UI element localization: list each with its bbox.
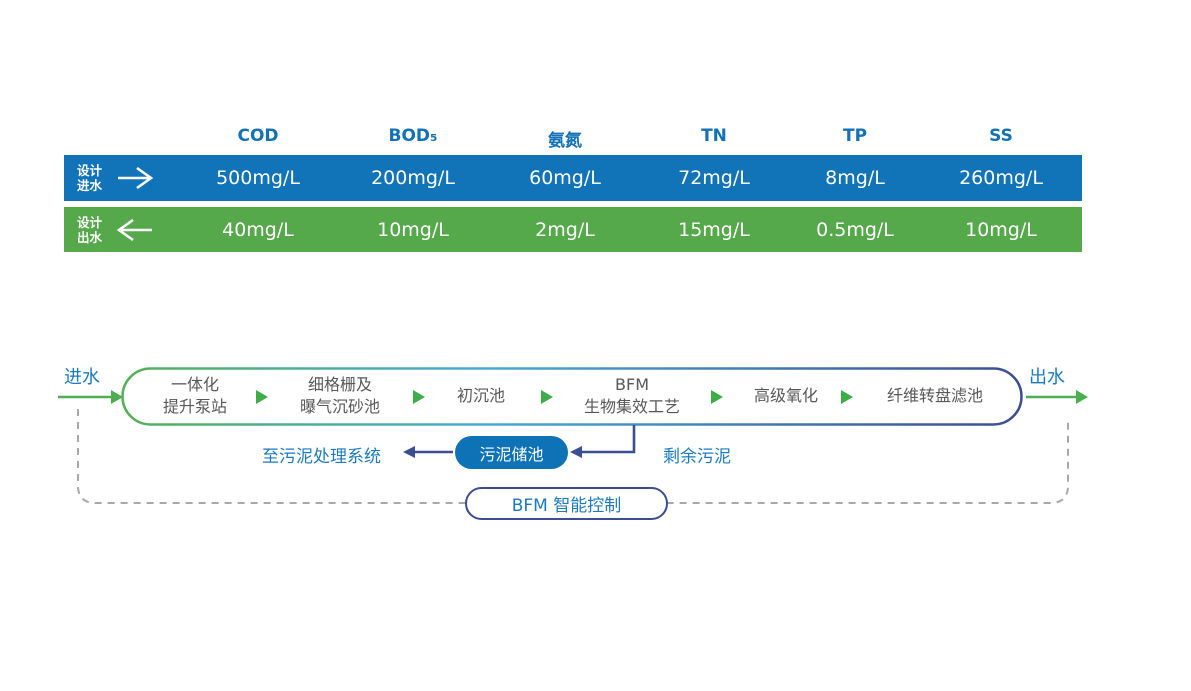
- influent-label-line2: 进水: [77, 178, 103, 193]
- influent-cod: 500mg/L: [216, 167, 300, 189]
- influent-bod5: 200mg/L: [371, 167, 455, 189]
- excess-sludge-arrow-head: [570, 446, 582, 458]
- influent-row: 设计 进水 500mg/L 200mg/L 60mg/L 72mg/L 8mg/…: [64, 155, 1082, 201]
- stage-primary-sedimentation: 初沉池: [457, 385, 505, 407]
- stage-line: BFM: [615, 375, 649, 394]
- flow-triangle-icon: [256, 390, 268, 404]
- influent-row-label: 设计 进水: [64, 155, 182, 201]
- effluent-ss: 10mg/L: [965, 218, 1037, 241]
- excess-sludge-elbow-line: [582, 425, 636, 454]
- effluent-bod5: 10mg/L: [377, 218, 449, 241]
- inlet-water-label: 进水: [64, 367, 100, 388]
- flow-triangle-icon: [711, 390, 723, 404]
- process-chain-outline: [121, 367, 1023, 426]
- influent-label-text: 设计 进水: [77, 163, 102, 193]
- sludge-storage-pill: 污泥储池: [455, 436, 568, 469]
- influent-ss: 260mg/L: [959, 167, 1043, 189]
- table-header-row: COD BOD₅ 氨氮 TN TP SS: [64, 126, 1082, 154]
- right-arrow-icon: [118, 166, 154, 190]
- stage-line: 生物集效工艺: [583, 397, 681, 416]
- influent-label-line1: 设计: [77, 163, 103, 178]
- stage-line: 曝气沉砂池: [299, 397, 381, 416]
- column-header-tn: TN: [701, 126, 727, 146]
- stage-bfm-bio-process: BFM 生物集效工艺: [584, 374, 680, 418]
- effluent-nh3n: 2mg/L: [535, 218, 595, 241]
- effluent-row-label: 设计 出水: [64, 207, 182, 252]
- stage-integrated-pump-station: 一体化 提升泵站: [163, 374, 227, 418]
- stage-line: 提升泵站: [162, 397, 228, 416]
- flow-triangle-icon: [841, 390, 853, 404]
- stage-line: 纤维转盘滤池: [886, 386, 984, 405]
- stage-line: 细格栅及: [307, 375, 373, 394]
- stage-fiber-disc-filter: 纤维转盘滤池: [887, 385, 983, 407]
- control-loop-dashed-line: [77, 409, 1069, 504]
- to-sludge-system-label: 至污泥处理系统: [262, 447, 381, 467]
- effluent-label-line2: 出水: [77, 229, 103, 245]
- stage-fine-screen-grit: 细格栅及 曝气沉砂池: [300, 374, 380, 418]
- flow-triangle-icon: [413, 390, 425, 404]
- outlet-water-label: 出水: [1029, 367, 1065, 388]
- outlet-arrow-head: [1076, 390, 1088, 404]
- effluent-tp: 0.5mg/L: [816, 218, 894, 241]
- influent-tp: 8mg/L: [825, 167, 885, 189]
- effluent-tn: 15mg/L: [678, 218, 750, 241]
- left-arrow-icon: [116, 218, 153, 241]
- stage-line: 高级氧化: [753, 386, 819, 405]
- column-header-tp: TP: [842, 126, 868, 146]
- column-header-ss: SS: [989, 126, 1013, 146]
- column-header-bod5: BOD₅: [388, 126, 438, 146]
- effluent-cod: 40mg/L: [222, 218, 294, 241]
- effluent-row: 设计 出水 40mg/L 10mg/L 2mg/L 15mg/L 0.5mg/L…: [64, 207, 1082, 252]
- column-header-cod: COD: [237, 126, 279, 146]
- stage-advanced-oxidation: 高级氧化: [754, 385, 818, 407]
- stage-line: 一体化: [170, 375, 220, 394]
- bfm-control-pill: BFM 智能控制: [465, 487, 668, 520]
- influent-tn: 72mg/L: [678, 167, 750, 189]
- inlet-arrow-head: [111, 390, 123, 404]
- effluent-label-line1: 设计: [77, 214, 103, 230]
- excess-sludge-label: 剩余污泥: [663, 447, 731, 467]
- to-sludge-system-arrow-head: [403, 446, 415, 458]
- column-header-nh3n: 氨氮: [548, 131, 582, 151]
- stage-line: 初沉池: [456, 386, 506, 405]
- effluent-label-text: 设计 出水: [77, 215, 102, 245]
- influent-nh3n: 60mg/L: [529, 167, 601, 189]
- flow-triangle-icon: [541, 390, 553, 404]
